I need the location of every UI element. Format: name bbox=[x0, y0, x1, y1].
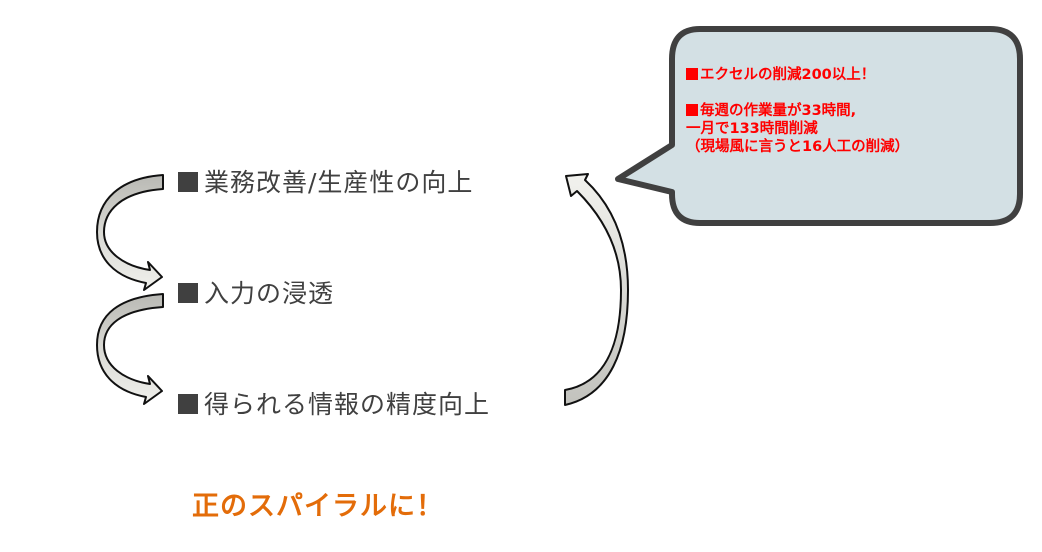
red-square-bullet-icon bbox=[686, 68, 698, 80]
spiral-item-input-adoption: 入力の浸透 bbox=[178, 274, 334, 310]
red-square-bullet-icon bbox=[686, 104, 698, 116]
item-label: 入力の浸透 bbox=[204, 279, 335, 308]
item-label: 得られる情報の精度向上 bbox=[204, 390, 491, 419]
callout-text: エクセルの削減200以上！ 毎週の作業量が33時間, 一月で133時間削減 （現… bbox=[686, 66, 1006, 156]
callout-point-1-text: エクセルの削減200以上！ bbox=[700, 67, 876, 83]
spiral-item-information-accuracy: 得られる情報の精度向上 bbox=[178, 385, 490, 421]
callout-bubble bbox=[615, 26, 1023, 226]
square-bullet-icon bbox=[178, 394, 198, 414]
item-label: 業務改善/生産性の向上 bbox=[204, 168, 474, 197]
curved-arrow-down-icon bbox=[96, 293, 164, 405]
square-bullet-icon bbox=[178, 283, 198, 303]
callout-point-2-line-2: 一月で133時間削減 bbox=[686, 121, 818, 137]
curved-arrow-down-icon bbox=[96, 174, 164, 291]
callout-point-2-line-3: （現場風に言うと16人工の削減） bbox=[686, 139, 910, 155]
slogan: 正のスパイラルに！ bbox=[192, 491, 444, 522]
spiral-item-process-improvement: 業務改善/生産性の向上 bbox=[178, 163, 473, 199]
callout-point-1: エクセルの削減200以上！ bbox=[686, 66, 1006, 84]
callout-point-2: 毎週の作業量が33時間, bbox=[686, 102, 1006, 120]
square-bullet-icon bbox=[178, 172, 198, 192]
callout-point-2-line-1: 毎週の作業量が33時間, bbox=[700, 103, 857, 119]
curved-arrow-up-icon bbox=[564, 173, 629, 406]
